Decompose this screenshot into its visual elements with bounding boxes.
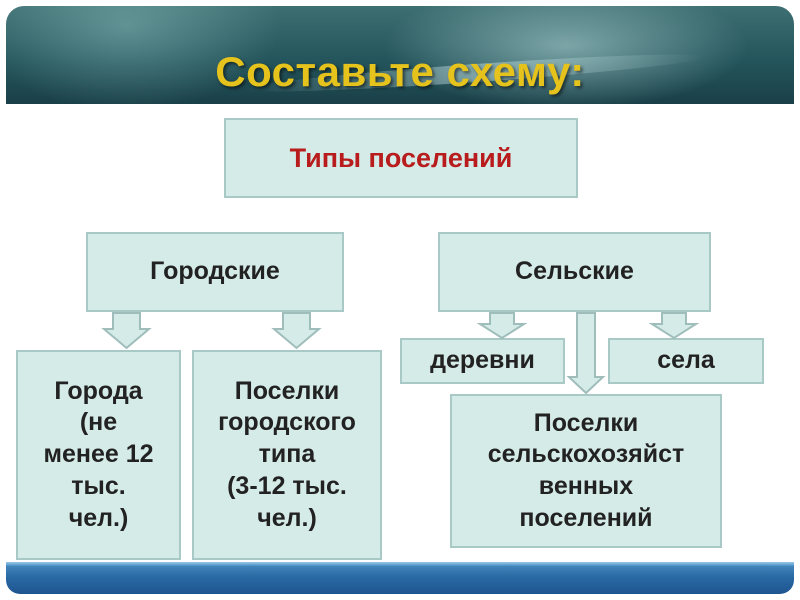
- node-selo: села: [608, 338, 764, 384]
- node-villages: деревни: [400, 338, 565, 384]
- arrow-rural-to-agricultural: [566, 312, 606, 395]
- node-cities-line: чел.): [68, 503, 129, 532]
- node-cities-line: тыс.: [71, 471, 126, 500]
- node-agricultural-line: поселений: [519, 503, 653, 532]
- footer-highlight: [6, 562, 794, 566]
- node-towns-line: (3-12 тыс.: [227, 471, 347, 500]
- node-urban-type-towns: Поселки городского типа (3-12 тыс. чел.): [192, 350, 382, 560]
- node-agricultural-text: Поселки сельскохозяйст венных поселений: [488, 408, 685, 535]
- node-cities-line: (не: [79, 408, 118, 437]
- node-urban-label: Городские: [150, 257, 280, 286]
- node-rural: Сельские: [438, 232, 711, 312]
- node-towns-line: городского: [218, 408, 356, 437]
- node-cities-line: Города: [54, 376, 143, 405]
- root-node-label: Типы поселений: [289, 142, 513, 173]
- node-cities-line: менее 12: [43, 440, 154, 469]
- node-cities: Города (не менее 12 тыс. чел.): [16, 350, 181, 560]
- node-cities-text: Города (не менее 12 тыс. чел.): [43, 376, 153, 535]
- node-rural-label: Сельские: [515, 257, 634, 286]
- node-towns-line: типа: [258, 440, 316, 469]
- arrow-urban-to-towns: [271, 312, 322, 350]
- node-selo-label: села: [657, 346, 715, 375]
- node-agricultural-settlements: Поселки сельскохозяйст венных поселений: [450, 394, 722, 548]
- node-towns-line: Поселки: [234, 376, 340, 405]
- node-villages-label: деревни: [430, 346, 535, 375]
- node-agricultural-line: сельскохозяйст: [487, 440, 685, 469]
- root-node-settlement-types: Типы поселений: [224, 118, 578, 198]
- node-urban: Городские: [86, 232, 344, 312]
- arrow-urban-to-cities: [101, 312, 152, 350]
- slide-header: Составьте схему:: [6, 6, 794, 104]
- slide-title: Составьте схему:: [215, 48, 585, 95]
- node-towns-text: Поселки городского типа (3-12 тыс. чел.): [218, 376, 356, 535]
- slide-footer-bar: [6, 562, 794, 594]
- node-agricultural-line: Поселки: [533, 408, 639, 437]
- node-towns-line: чел.): [257, 503, 317, 532]
- node-agricultural-line: венных: [538, 472, 634, 500]
- arrow-rural-to-selo: [648, 312, 700, 340]
- arrow-rural-to-villages: [476, 312, 528, 340]
